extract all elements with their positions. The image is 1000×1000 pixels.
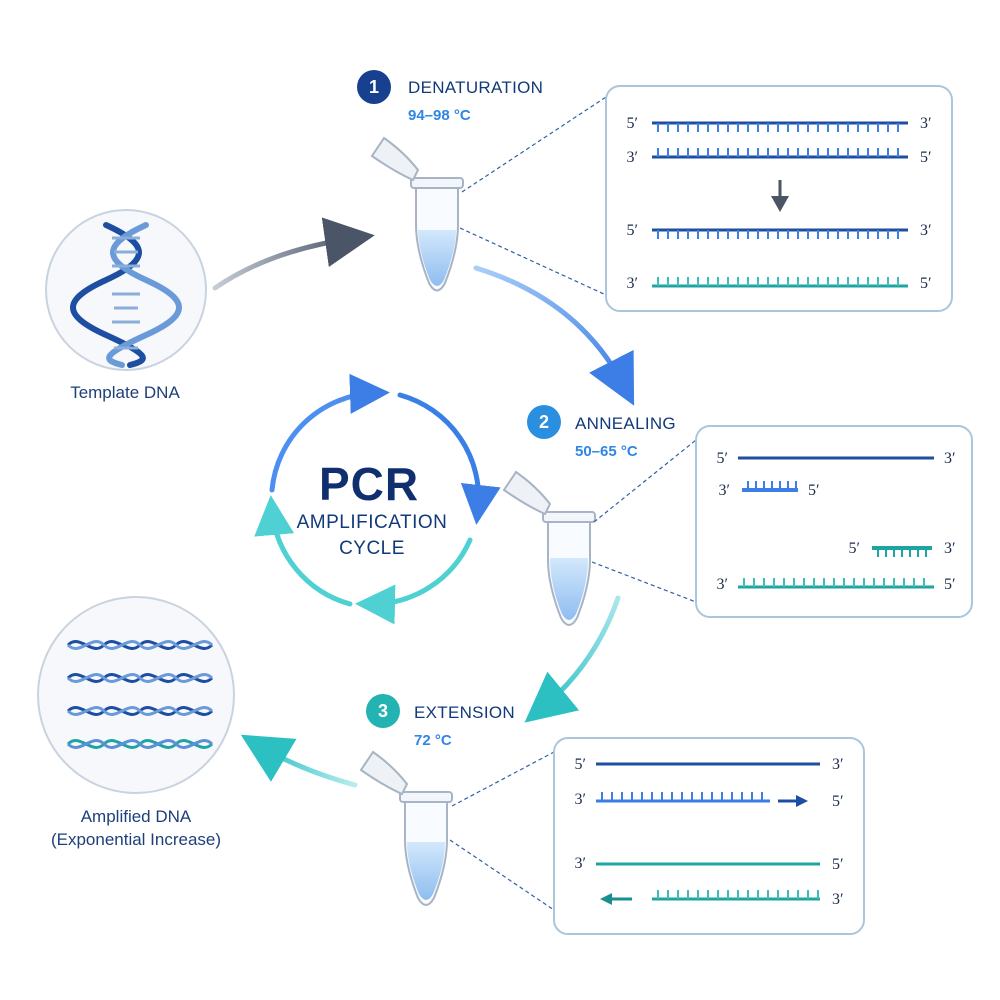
zoom-panel [695, 425, 973, 618]
strand-end-mark: 5′ [717, 450, 729, 467]
base-ticks [601, 792, 763, 801]
strand-end-mark: 3′ [832, 756, 844, 773]
step-number: 1 [369, 77, 379, 97]
step-badge [357, 70, 391, 104]
zoom-panel [553, 737, 865, 935]
strand-end-mark: 5′ [627, 115, 639, 132]
zoom-line [449, 839, 555, 911]
dna-double-helix-icon [70, 222, 182, 368]
step-title: DENATURATION [408, 78, 543, 97]
cycle-arrows-icon [254, 373, 501, 625]
step-temp: 50–65 °C [575, 443, 638, 460]
base-ticks [743, 578, 925, 587]
strand-end-mark: 5′ [832, 793, 844, 810]
amplified-dna-label-line2: (Exponential Increase) [51, 830, 221, 849]
step-extension: 3 EXTENSION 72 °C 5′ 3′ 3′ 5′ 3′ 5′ [359, 694, 865, 935]
microcentrifuge-tube-icon [502, 470, 596, 626]
strand-end-mark: 3′ [717, 576, 729, 593]
step-denaturation: 1 DENATURATION 94–98 °C 5′ 3′ 3′ 5′ 5′ [357, 70, 953, 312]
step-badge [366, 694, 400, 728]
strand-end-mark: 3′ [575, 791, 587, 808]
strand-end-mark: 3′ [920, 115, 932, 132]
dna-copies-icon [66, 640, 214, 749]
strand-end-mark: 3′ [832, 891, 844, 908]
base-ticks [657, 277, 899, 286]
strand-end-mark: 3′ [920, 222, 932, 239]
strand-end-mark: 5′ [920, 149, 932, 166]
cycle-subtitle-line2: CYCLE [339, 538, 405, 559]
primer-forward [742, 481, 798, 492]
step-badge [527, 405, 561, 439]
exit-arrow [240, 734, 358, 788]
cycle-subtitle-line1: AMPLIFICATION [297, 512, 448, 533]
strand-end-mark: 3′ [627, 275, 639, 292]
amplified-dna: Amplified DNA (Exponential Increase) [37, 596, 235, 849]
zoom-line [591, 561, 697, 603]
zoom-line [459, 227, 607, 296]
strand-end-mark: 5′ [575, 756, 587, 773]
step-title: ANNEALING [575, 414, 676, 433]
step-title: EXTENSION [414, 703, 515, 722]
arrow-left-icon [600, 893, 632, 905]
strand-end-mark: 5′ [832, 856, 844, 873]
cycle-title: PCR [319, 458, 419, 510]
amplified-dna-label-line1: Amplified DNA [81, 807, 192, 826]
pcr-cycle: PCR AMPLIFICATION CYCLE [254, 373, 501, 625]
base-ticks [657, 890, 819, 899]
strand-end-mark: 3′ [627, 149, 639, 166]
strand-end-mark: 3′ [719, 482, 731, 499]
strand-end-mark: 5′ [920, 275, 932, 292]
zoom-line [593, 439, 697, 523]
entry-arrow [212, 217, 375, 291]
strand-end-mark: 5′ [627, 222, 639, 239]
strand-end-mark: 5′ [944, 576, 956, 593]
base-ticks [657, 148, 899, 157]
strand-end-mark: 5′ [808, 482, 820, 499]
strand-end-mark: 3′ [944, 450, 956, 467]
step2-to-step3-arrow [524, 595, 621, 723]
base-ticks [657, 230, 899, 239]
step-number: 2 [539, 412, 549, 432]
step-temp: 94–98 °C [408, 107, 471, 124]
template-dna-label: Template DNA [70, 383, 180, 402]
microcentrifuge-tube-icon [359, 750, 453, 906]
arrow-down-icon [771, 180, 789, 212]
microcentrifuge-tube-icon [370, 136, 464, 292]
strand-end-mark: 5′ [849, 540, 861, 557]
arrow-right-icon [778, 795, 808, 807]
base-ticks [657, 123, 899, 132]
step-number: 3 [378, 701, 388, 721]
template-dna-circle [45, 209, 207, 371]
primer-reverse [872, 546, 932, 557]
zoom-line [461, 96, 607, 193]
amplified-dna-circle [37, 596, 235, 794]
strand-end-mark: 3′ [944, 540, 956, 557]
strand-end-mark: 3′ [575, 855, 587, 872]
step-temp: 72 °C [414, 732, 452, 749]
step1-to-step2-arrow [473, 265, 635, 406]
zoom-line [451, 751, 555, 807]
template-dna: Template DNA [45, 209, 207, 402]
step-annealing: 2 ANNEALING 50–65 °C 5′ 3′ 3′ 5′ 5′ [502, 405, 973, 626]
